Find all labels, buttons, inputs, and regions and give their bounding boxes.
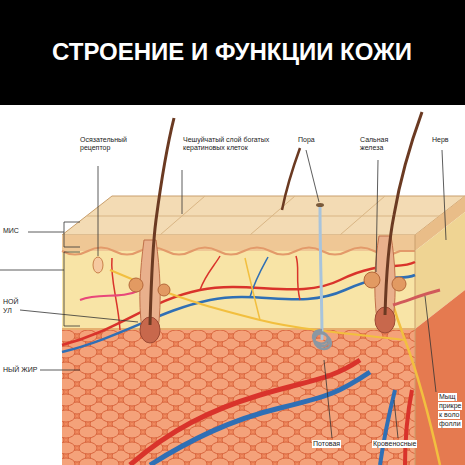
part-label: Кровеносные (372, 440, 417, 448)
part-label: прикре (438, 402, 462, 410)
part-label: Чешуйчатый слой богатых кератиновых клет… (183, 136, 279, 153)
part-label: Мыщ (438, 393, 457, 401)
part-label: УЛ (2, 307, 13, 315)
part-label: МИС (2, 227, 20, 235)
part-label: Потовая (312, 440, 341, 448)
part-label: к воло (438, 411, 460, 419)
part-label: НОЙ (2, 298, 20, 306)
part-label: Пора (298, 136, 315, 144)
part-label: Сальная железа (360, 136, 408, 153)
part-label: НЫЙ ЖИР (2, 366, 38, 374)
part-label: Осязательный рецептор (80, 136, 152, 153)
part-label: фолли (438, 420, 462, 428)
title-text: СТРОЕНИЕ И ФУНКЦИИ КОЖИ (52, 38, 412, 66)
part-label: Нерв (432, 136, 449, 144)
